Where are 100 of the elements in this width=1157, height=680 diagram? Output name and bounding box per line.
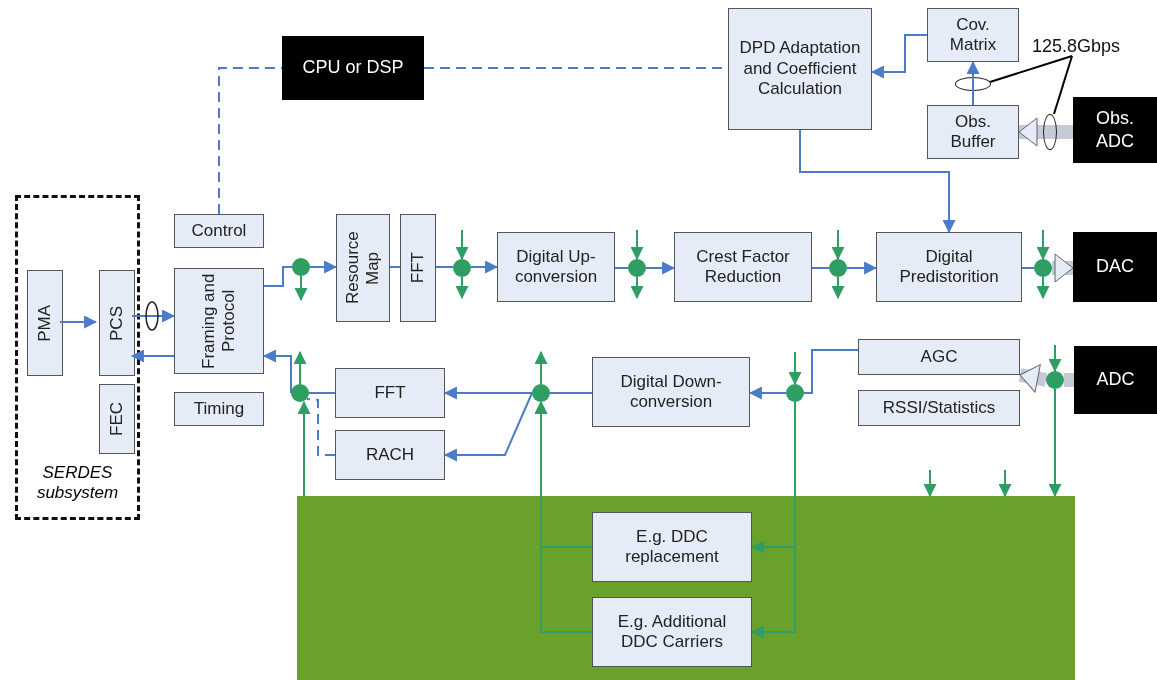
process-box: [728, 8, 872, 130]
process-box: [674, 232, 812, 302]
box-label: Framing and Protocol: [198, 272, 239, 371]
connector-line: [308, 392, 336, 394]
connector-line: [811, 267, 830, 269]
arrow: [1036, 276, 1050, 300]
box-label: RACH: [365, 444, 415, 466]
arrow: [455, 229, 469, 261]
arrow: [131, 309, 176, 323]
arrow: [470, 260, 499, 274]
arrow: [1048, 388, 1062, 498]
process-box: [174, 268, 264, 374]
arrow: [443, 386, 533, 400]
converter-box: [1073, 97, 1157, 163]
box-label: DPD Adaptation and Coefficient Calculation: [738, 38, 862, 100]
arrow: [1018, 364, 1048, 393]
junction-dot: [532, 384, 550, 402]
junction-dot: [1034, 259, 1052, 277]
junction-dot: [291, 384, 309, 402]
arrow: [1052, 253, 1074, 283]
converter-box: [282, 36, 424, 100]
arrow: [645, 261, 676, 275]
box-label: FEC: [106, 402, 127, 436]
arrow: [59, 315, 98, 329]
arrow: [788, 351, 802, 386]
arrow: [630, 276, 644, 300]
arrow: [130, 349, 175, 363]
connector-line: [218, 67, 283, 215]
box-label: AGC: [920, 346, 958, 368]
arrow: [1036, 229, 1050, 261]
connector-line: [435, 266, 454, 268]
junction-dot: [1046, 371, 1064, 389]
converter-box: [1073, 232, 1157, 302]
process-box: [876, 232, 1022, 302]
arrow: [998, 469, 1012, 498]
arrow: [309, 260, 338, 274]
box-label: Cov. Matrix: [948, 14, 998, 56]
box-label: PMA: [34, 304, 55, 342]
box-label: CPU or DSP: [302, 56, 404, 80]
subsystem-title: SERDES subsystem: [35, 463, 120, 503]
fabric-area: [297, 496, 1075, 680]
connector-line: [549, 392, 593, 394]
box-label: E.g. DDC replacement: [624, 526, 720, 568]
process-box: [592, 597, 752, 667]
box-label: Crest Factor Reduction: [695, 246, 791, 288]
process-box: [497, 232, 615, 302]
connector-line: [614, 267, 629, 269]
box-label: RSSI/Statistics: [882, 397, 996, 419]
arrow: [293, 350, 307, 385]
connector-line: [389, 266, 401, 268]
process-box: [927, 105, 1019, 159]
arrow: [294, 275, 308, 302]
connector-line: [1064, 373, 1074, 387]
process-box: [335, 430, 445, 480]
process-box: [592, 357, 750, 427]
arrow: [799, 129, 956, 234]
process-box: [174, 214, 264, 248]
process-box: [99, 270, 135, 376]
arrow: [846, 261, 878, 275]
arrow: [870, 34, 928, 79]
box-label: Obs. Buffer: [949, 111, 997, 153]
arrow: [534, 350, 548, 385]
leader-line: [989, 55, 1073, 83]
junction-dot: [628, 259, 646, 277]
process-box: [174, 392, 264, 426]
connector-line: [306, 398, 336, 456]
subsystem-frame: [15, 195, 140, 520]
converter-box: [1074, 346, 1157, 414]
process-box: [336, 214, 390, 322]
arrow: [297, 400, 311, 497]
box-label: FFT: [374, 382, 406, 404]
box-label: Resource Map: [342, 230, 383, 307]
box-label: ADC: [1096, 368, 1135, 392]
arrow: [443, 392, 533, 462]
box-label: Timing: [193, 398, 245, 420]
box-label: Obs. ADC: [1095, 106, 1135, 153]
box-label: PCS: [106, 305, 127, 341]
arrow: [1048, 344, 1062, 373]
arrow: [262, 349, 292, 394]
box-label: Digital Predistorition: [898, 246, 1000, 288]
connector-line: [803, 349, 859, 394]
process-box: [27, 270, 63, 376]
junction-dot: [829, 259, 847, 277]
process-box: [858, 390, 1020, 426]
box-label: Digital Down-conversion: [619, 371, 723, 413]
arrow: [831, 276, 845, 300]
leader-line: [1053, 55, 1073, 115]
box-label: DAC: [1096, 255, 1134, 279]
process-box: [400, 214, 436, 322]
box-label: Control: [191, 220, 247, 242]
arrow: [455, 276, 469, 300]
arrow: [748, 386, 787, 400]
connector-line: [263, 266, 293, 287]
junction-dot: [292, 258, 310, 276]
arrow: [923, 469, 937, 498]
arrow: [630, 229, 644, 261]
junction-dot: [453, 259, 471, 277]
arrow: [534, 400, 593, 633]
arrow: [831, 229, 845, 261]
process-box: [592, 512, 752, 582]
